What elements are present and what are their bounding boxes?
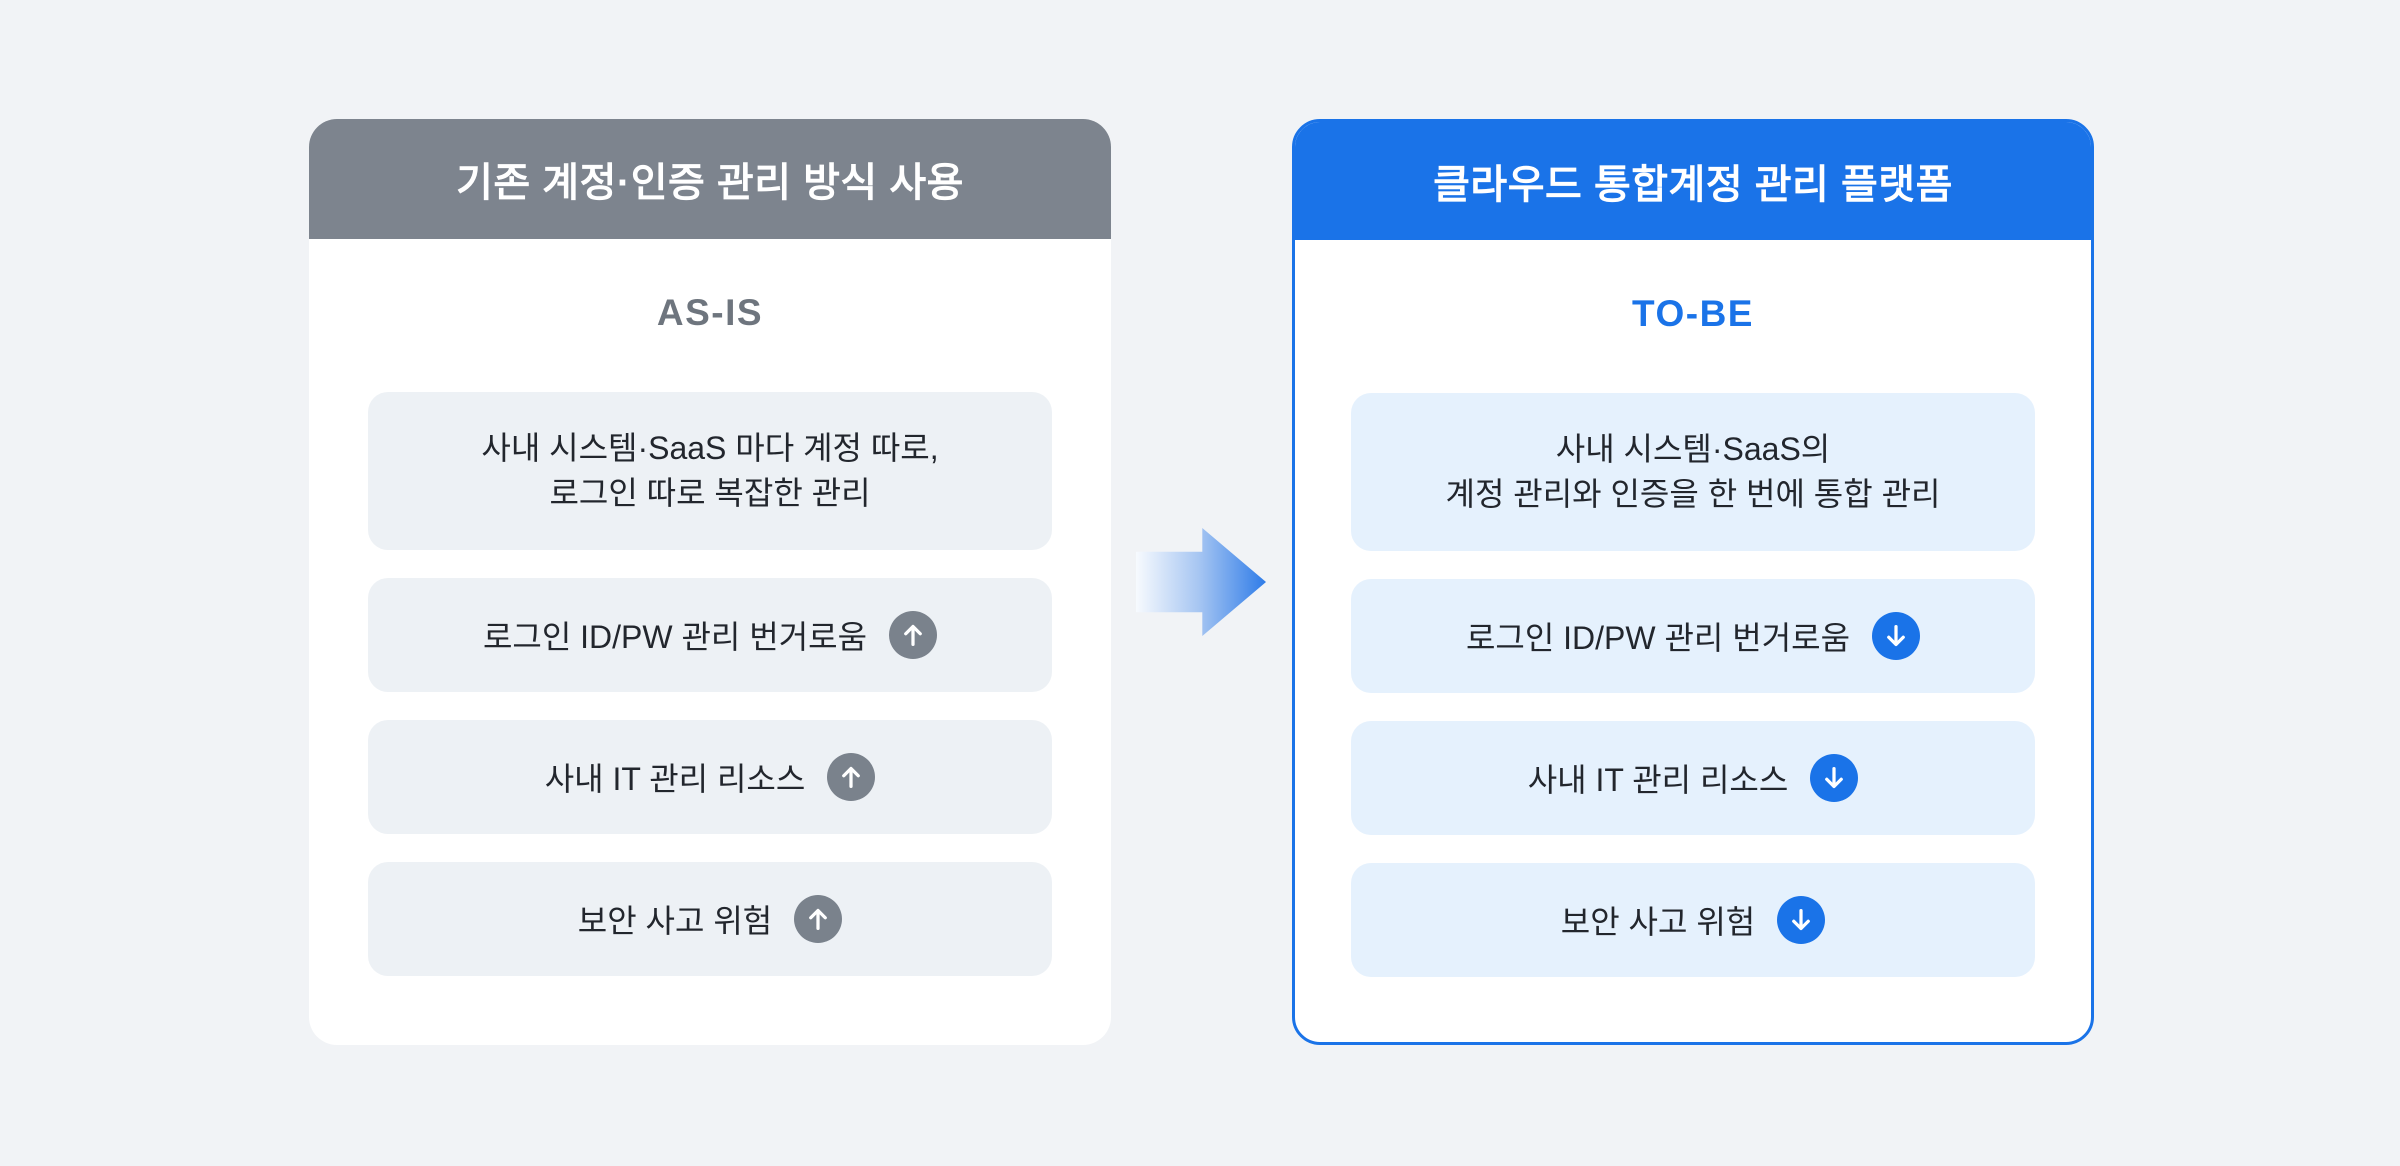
to-be-box-integrated-management: 사내 시스템·SaaS의 계정 관리와 인증을 한 번에 통합 관리 bbox=[1351, 393, 2035, 551]
to-be-box-it-resource: 사내 IT 관리 리소스 bbox=[1351, 721, 2035, 835]
to-be-box-login-idpw: 로그인 ID/PW 관리 번거로움 bbox=[1351, 579, 2035, 693]
to-be-box-security-risk: 보안 사고 위험 bbox=[1351, 863, 2035, 977]
to-be-card: 클라우드 통합계정 관리 플랫폼 TO-BE 사내 시스템·SaaS의 계정 관… bbox=[1292, 119, 2094, 1045]
to-be-box-line: 사내 시스템·SaaS의 bbox=[1555, 431, 1831, 467]
as-is-phase-label: AS-IS bbox=[656, 292, 764, 333]
as-is-box-it-resource: 사내 IT 관리 리소스 bbox=[368, 720, 1052, 834]
to-be-box-line: 로그인 ID/PW 관리 번거로움 bbox=[1465, 620, 1851, 656]
to-be-box-line: 보안 사고 위험 bbox=[1560, 904, 1756, 940]
as-is-card-header: 기존 계정·인증 관리 방식 사용 bbox=[309, 119, 1111, 239]
as-is-box-line: 사내 IT 관리 리소스 bbox=[544, 761, 806, 797]
arrow-down-icon bbox=[1810, 754, 1859, 802]
as-is-card-body: AS-IS 사내 시스템·SaaS 마다 계정 따로, 로그인 따로 복잡한 관… bbox=[309, 239, 1111, 976]
as-is-box-complex-management: 사내 시스템·SaaS 마다 계정 따로, 로그인 따로 복잡한 관리 bbox=[368, 392, 1052, 550]
to-be-card-body: TO-BE 사내 시스템·SaaS의 계정 관리와 인증을 한 번에 통합 관리… bbox=[1295, 240, 2091, 977]
arrow-down-icon bbox=[1777, 896, 1826, 944]
to-be-box-line: 사내 IT 관리 리소스 bbox=[1527, 762, 1789, 798]
arrow-up-icon bbox=[794, 895, 843, 943]
to-be-phase-label: TO-BE bbox=[1632, 293, 1754, 334]
to-be-box-line: 계정 관리와 인증을 한 번에 통합 관리 bbox=[1445, 476, 1941, 512]
as-is-box-line: 로그인 ID/PW 관리 번거로움 bbox=[482, 619, 868, 655]
as-is-box-line: 보안 사고 위험 bbox=[577, 903, 773, 939]
arrow-up-icon bbox=[889, 611, 938, 659]
as-is-box-login-idpw: 로그인 ID/PW 관리 번거로움 bbox=[368, 578, 1052, 692]
as-is-box-security-risk: 보안 사고 위험 bbox=[368, 862, 1052, 976]
arrow-up-icon bbox=[827, 753, 876, 801]
as-is-card: 기존 계정·인증 관리 방식 사용 AS-IS 사내 시스템·SaaS 마다 계… bbox=[309, 119, 1111, 1045]
as-is-header-title: 기존 계정·인증 관리 방식 사용 bbox=[456, 161, 964, 205]
right-arrow-icon bbox=[1136, 528, 1266, 636]
as-is-box-line: 로그인 따로 복잡한 관리 bbox=[549, 475, 871, 511]
to-be-card-header: 클라우드 통합계정 관리 플랫폼 bbox=[1295, 122, 2091, 240]
as-is-box-line: 사내 시스템·SaaS 마다 계정 따로, bbox=[481, 430, 939, 466]
arrow-down-icon bbox=[1872, 612, 1921, 660]
to-be-header-title: 클라우드 통합계정 관리 플랫폼 bbox=[1433, 163, 1953, 207]
